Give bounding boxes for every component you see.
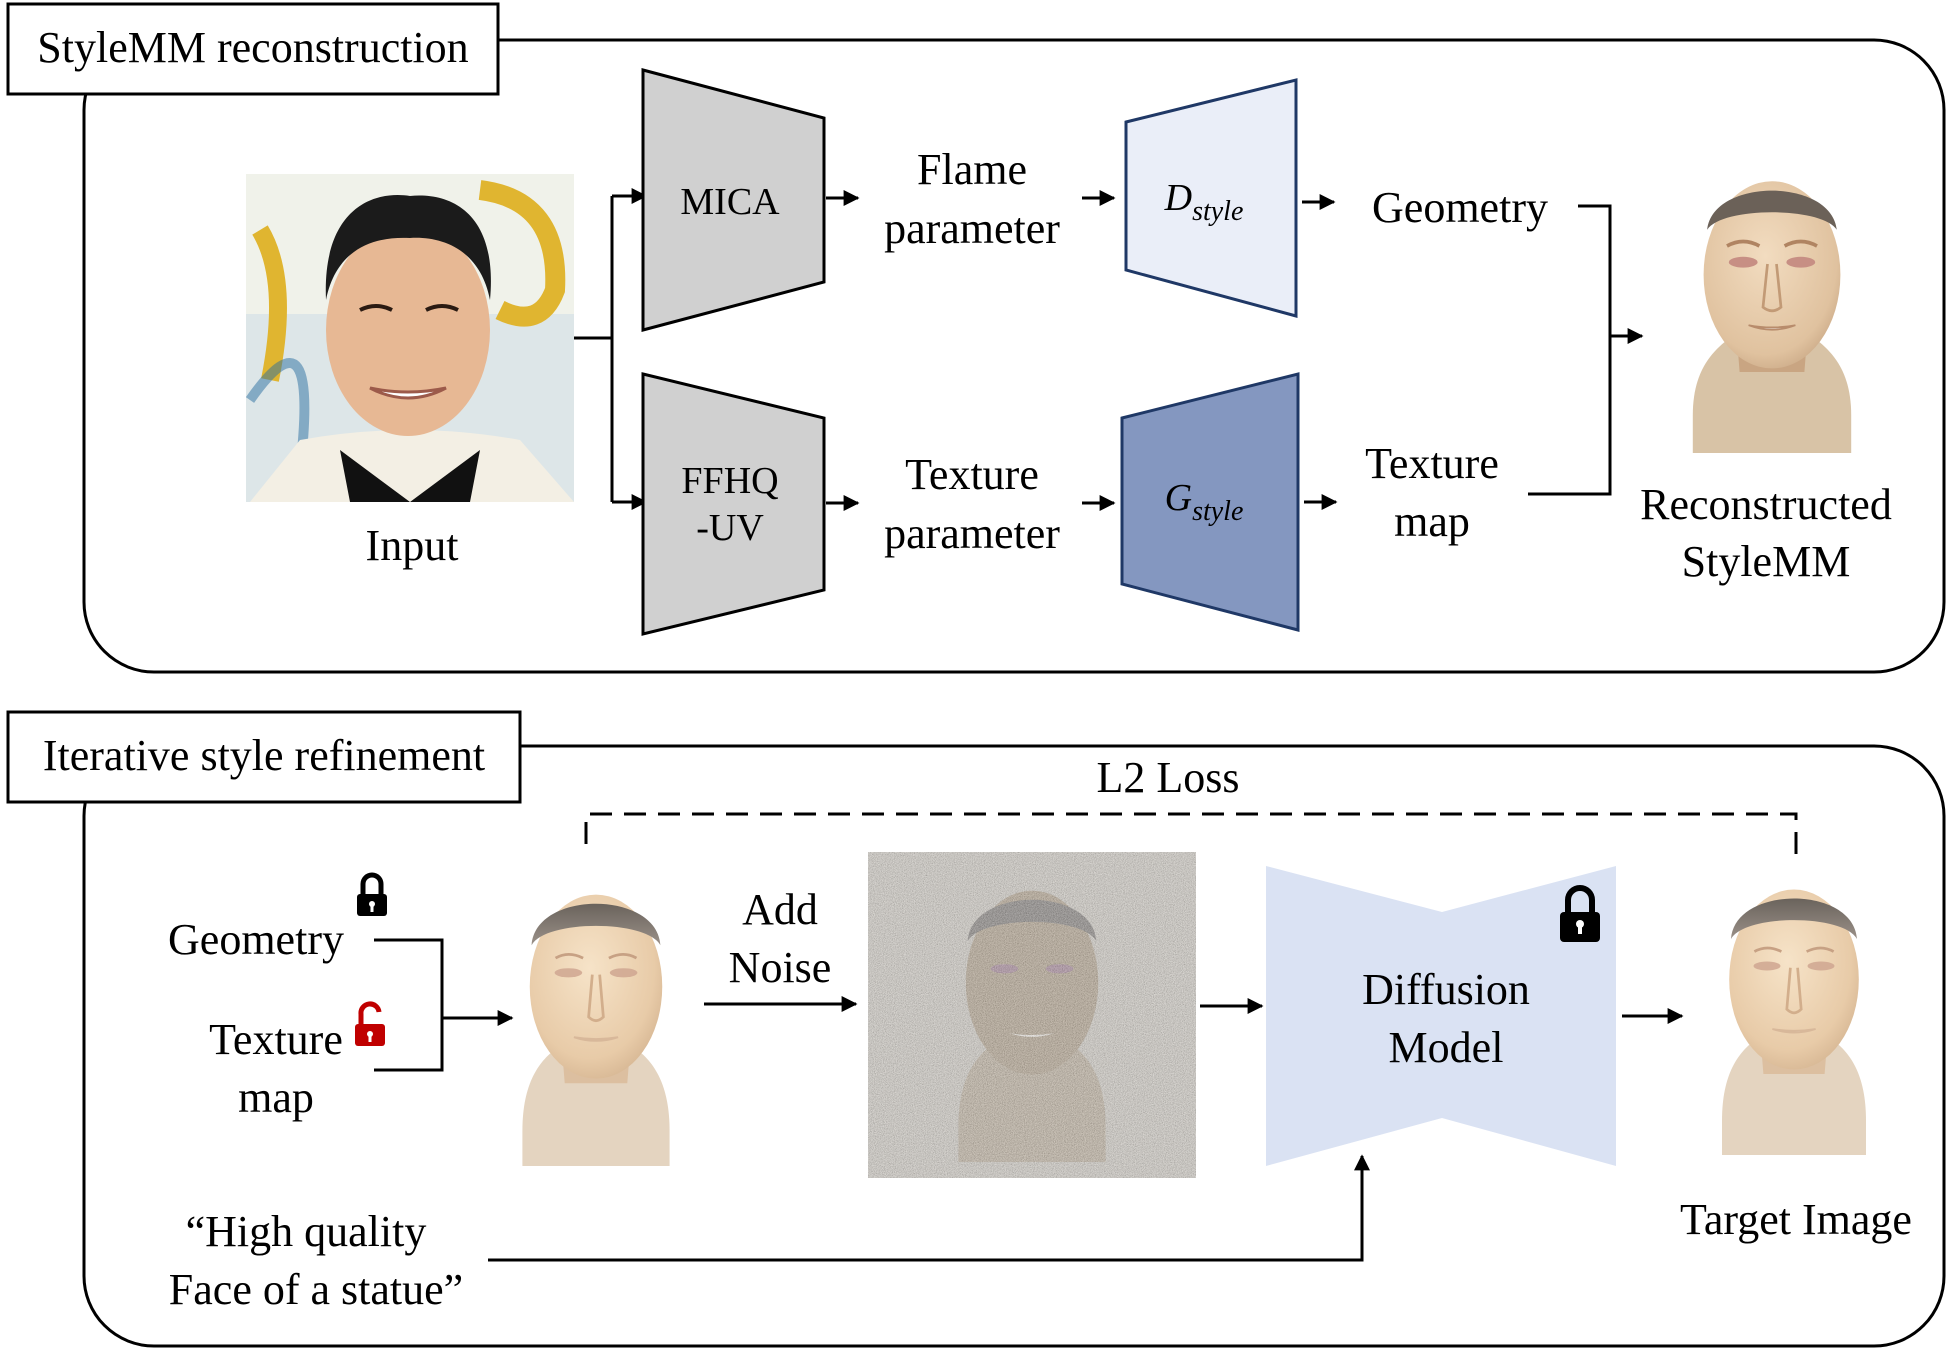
top-texture-map-line1: Texture xyxy=(1365,439,1499,488)
diffusion-label-line2: Model xyxy=(1389,1023,1504,1072)
input-label: Input xyxy=(366,521,459,570)
d-style-decoder xyxy=(1124,78,1298,318)
bottom-texture-map-line1: Texture xyxy=(209,1015,343,1064)
top-panel: StyleMM reconstruction Input MICA FFHQ xyxy=(6,2,1946,674)
ffhq-label-line1: FFHQ xyxy=(681,460,778,502)
d-style-label: Dstyle xyxy=(1164,177,1244,227)
diffusion-model-block xyxy=(1266,866,1616,1166)
add-noise-line1: Add xyxy=(742,885,818,934)
rendered-head xyxy=(521,893,671,1168)
output-label-line2: StyleMM xyxy=(1682,537,1851,586)
top-geometry-label: Geometry xyxy=(1372,183,1548,232)
ffhq-uv-encoder xyxy=(641,372,826,636)
flame-param-line2: parameter xyxy=(884,204,1060,253)
reconstructed-head xyxy=(1692,181,1852,453)
g-style-sub: style xyxy=(1192,496,1243,527)
texture-param-line2: parameter xyxy=(884,509,1060,558)
g-style-generator xyxy=(1120,372,1300,632)
top-panel-frame xyxy=(82,38,1946,674)
mica-label: MICA xyxy=(680,181,780,223)
flame-param-line1: Flame xyxy=(917,145,1027,194)
l2-loss-label: L2 Loss xyxy=(1097,753,1240,802)
texture-param-line1: Texture xyxy=(905,450,1039,499)
l2-loss-connector xyxy=(584,812,1798,854)
texture-unlock-icon xyxy=(355,1001,385,1046)
prompt-line2: Face of a statue” xyxy=(169,1265,463,1314)
target-head xyxy=(1720,888,1868,1157)
geometry-lock-icon xyxy=(357,872,387,916)
g-style-label: Gstyle xyxy=(1165,477,1244,527)
bottom-panel-title-box xyxy=(6,710,522,804)
bottom-panel-frame xyxy=(82,744,1946,1348)
bottom-geometry-label: Geometry xyxy=(168,915,344,964)
g-style-base: G xyxy=(1165,477,1192,519)
d-style-sub: style xyxy=(1192,196,1243,227)
top-panel-title-box xyxy=(6,2,500,96)
diffusion-lock-icon xyxy=(1560,885,1600,942)
diffusion-label-line1: Diffusion xyxy=(1362,965,1530,1014)
bottom-merge-bracket xyxy=(374,938,444,1072)
bottom-panel-title: Iterative style refinement xyxy=(43,731,485,780)
arrow-prompt-to-diffusion xyxy=(488,1154,1370,1262)
ffhq-label-line2: -UV xyxy=(696,507,764,549)
prompt-line1: “High quality xyxy=(186,1207,427,1256)
top-texture-map-line2: map xyxy=(1394,497,1470,546)
d-style-base: D xyxy=(1164,177,1192,219)
bottom-panel: Iterative style refinement L2 Loss Geome… xyxy=(6,710,1946,1348)
add-noise-line2: Noise xyxy=(729,943,832,992)
target-image-label: Target Image xyxy=(1680,1195,1912,1244)
output-label-line1: Reconstructed xyxy=(1640,480,1892,529)
input-photo xyxy=(246,174,574,502)
bottom-texture-map-line2: map xyxy=(238,1073,314,1122)
top-panel-title: StyleMM reconstruction xyxy=(37,23,468,72)
merge-connector xyxy=(1528,204,1612,496)
noisy-image xyxy=(868,852,1196,1178)
mica-encoder xyxy=(641,68,826,332)
